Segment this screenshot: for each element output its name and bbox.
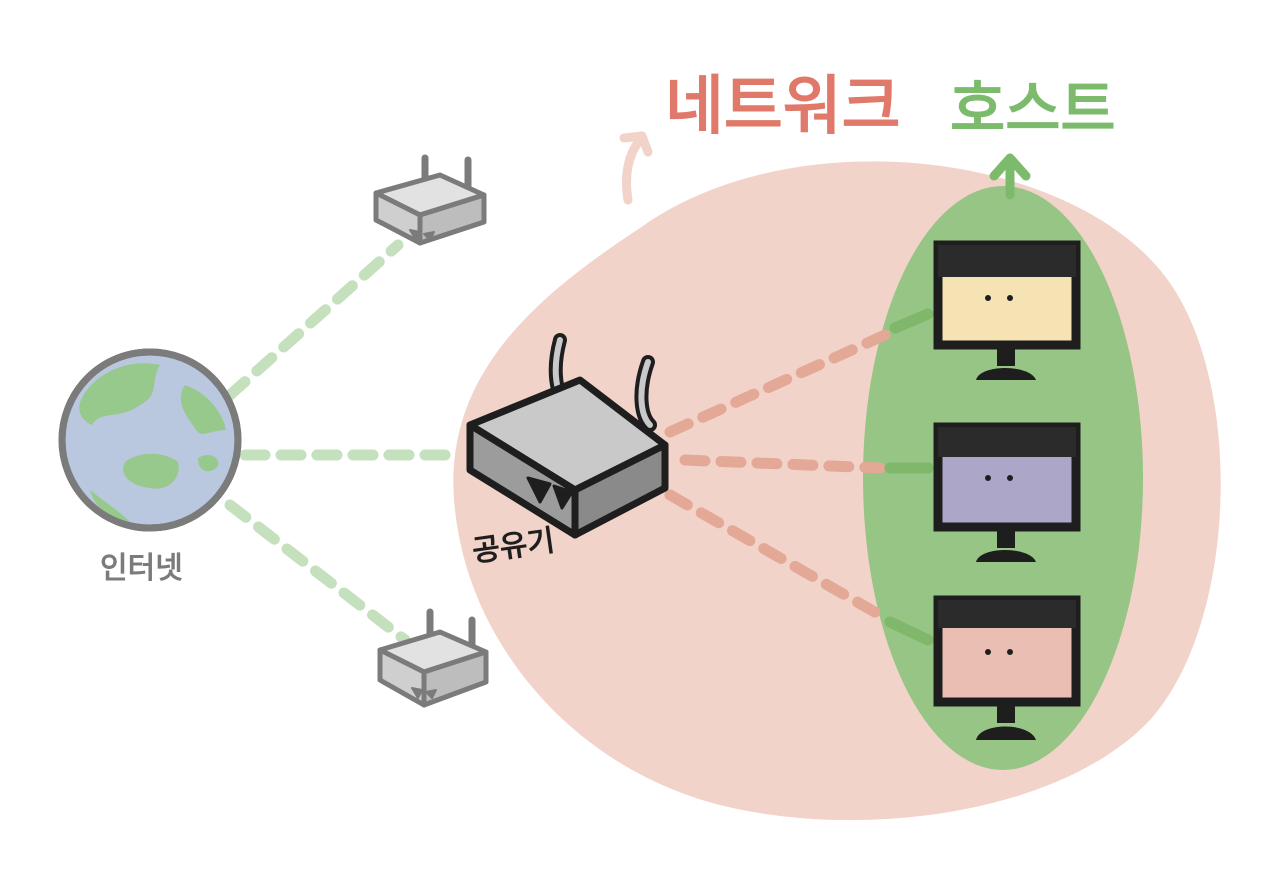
internet-links [224,239,466,646]
link-router-host-2 [679,454,886,474]
link-globe-ap-bottom [224,499,411,646]
link-globe-ap-top [224,239,404,401]
network-pointer-arrow [619,131,653,205]
host-link-ends [884,308,934,646]
access-point-top-icon [373,154,487,246]
host-2-monitor-icon [933,422,1081,562]
host-1-monitor-icon [933,240,1081,380]
network-label: 네트워크 [665,70,901,144]
host-3-monitor-icon [933,595,1081,740]
link-router-host-3 [664,489,886,621]
access-point-bottom-icon [377,608,489,708]
host-label: 호스트 [950,75,1116,145]
host-pointer-arrow [989,153,1031,200]
lan-links [664,329,891,621]
internet-label: 인터넷 [100,551,183,586]
link-router-host-1 [664,329,891,438]
internet-globe-icon [58,348,242,532]
router-icon [466,333,669,539]
